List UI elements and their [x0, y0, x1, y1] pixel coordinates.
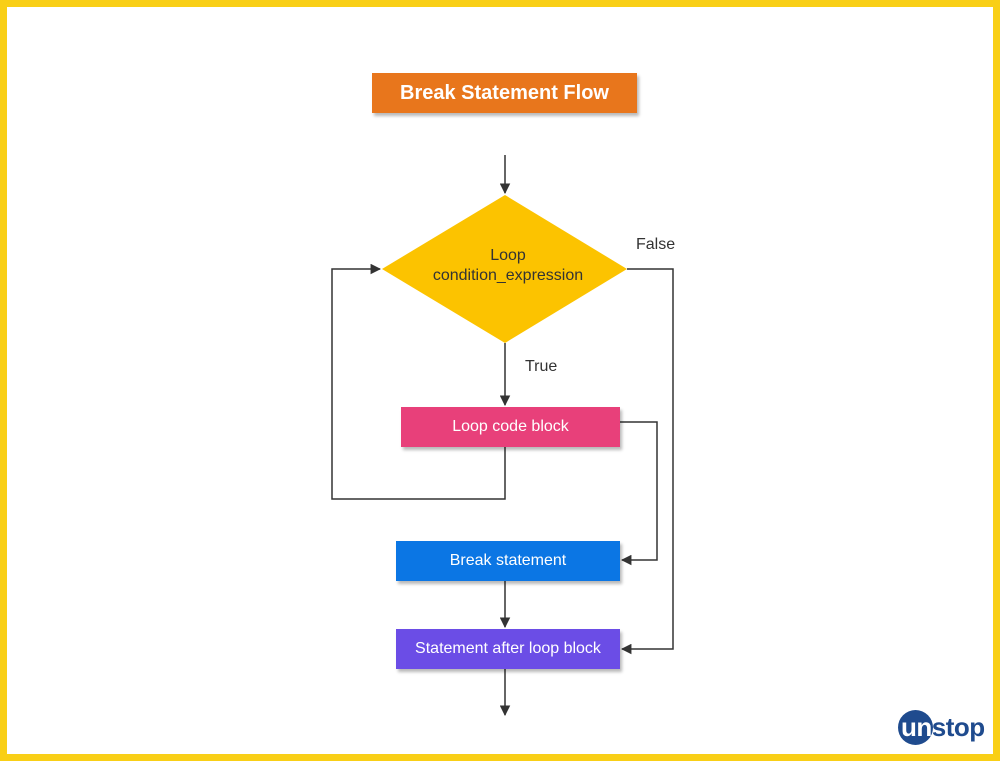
- loop-back-arrow: [331, 263, 506, 500]
- flowchart-svg: [331, 155, 674, 717]
- break-path-arrow: [620, 421, 658, 566]
- false-path-arrow: [620, 268, 674, 655]
- decision-label-line2: condition_expression: [432, 267, 584, 284]
- loop-code-block-node: Loop code block: [401, 407, 620, 447]
- unstop-logo: unstop: [898, 710, 986, 746]
- logo-circle: [898, 710, 933, 745]
- decision-diamond: [382, 195, 627, 343]
- logo-text-rest: stop: [931, 712, 985, 742]
- diagram-title: Break Statement Flow: [372, 73, 637, 113]
- break-statement-node: Break statement: [396, 541, 620, 581]
- logo-text-first: un: [901, 712, 932, 742]
- false-label: False: [636, 236, 676, 253]
- true-label: True: [525, 358, 558, 375]
- decision-label: Loop condition_expression: [403, 246, 613, 286]
- logo-text: unstop: [901, 712, 985, 742]
- decision-label-line1: Loop: [490, 247, 526, 264]
- statement-after-loop-node: Statement after loop block: [396, 629, 620, 669]
